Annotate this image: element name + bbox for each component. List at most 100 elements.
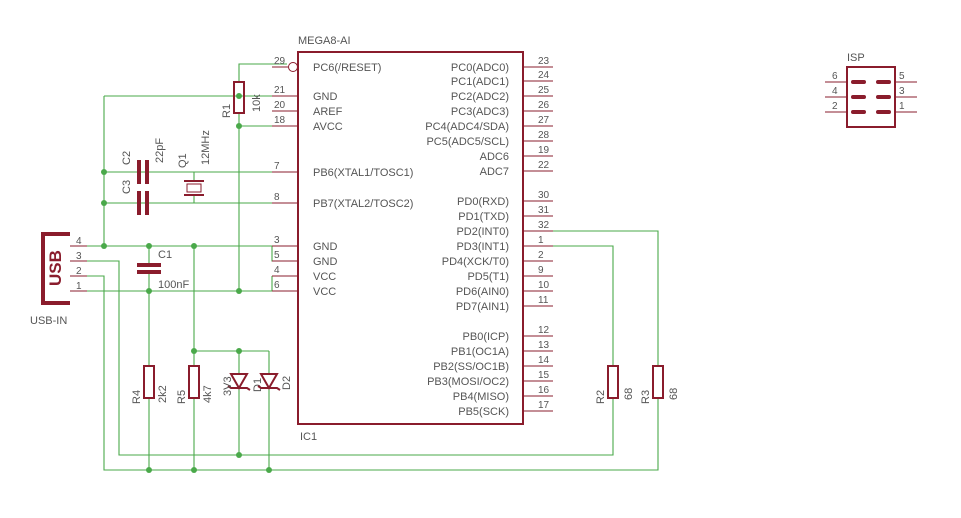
ic-left-pins: 29PC6(/RESET)21GND20AREF18AVCC7PB6(XTAL1…: [272, 56, 413, 298]
r1-body: [233, 81, 245, 114]
c2-plate-b: [145, 160, 149, 184]
isp-pin-3: 3: [899, 86, 905, 97]
ic-pin-number: 1: [538, 235, 544, 246]
c3-plate-a: [137, 191, 141, 215]
r3-body: [652, 365, 664, 399]
ic-pin-label: VCC: [313, 271, 336, 283]
resistor-r5: R5 4k7: [176, 365, 214, 404]
isp-pin-1: 1: [899, 101, 905, 112]
ic-pin-label: PD4(XCK/T0): [442, 256, 509, 268]
q1-value: 12MHz: [200, 130, 212, 165]
ic-pin-label: PB0(ICP): [463, 331, 509, 343]
isp-pin-2: 2: [832, 101, 838, 112]
ic-pin-label: ADC6: [480, 151, 509, 163]
crystal-q1: Q1 12MHz: [177, 130, 212, 196]
ic-pin-label: PC1(ADC1): [451, 76, 509, 88]
c2-plate-a: [137, 160, 141, 184]
ic-pin-number: 18: [274, 115, 286, 126]
ic-pin-number: 3: [274, 235, 280, 246]
ic-pin-label: PD5(T1): [467, 271, 509, 283]
r1-ref: R1: [221, 104, 233, 118]
ic-pin-label: GND: [313, 241, 338, 253]
ic-pin-label: ADC7: [480, 166, 509, 178]
ic-pin-label: PD6(AIN0): [456, 286, 509, 298]
ic-mega8: MEGA8-AI IC1 29PC6(/RESET)21GND20AREF18A…: [272, 35, 553, 443]
ic-pin-label: PD7(AIN1): [456, 301, 509, 313]
q1-ref: Q1: [177, 153, 189, 168]
ic-pin-label: VCC: [313, 286, 336, 298]
usb-body: [41, 232, 70, 305]
usb-label: USB: [46, 250, 65, 286]
ic-pin-label: GND: [313, 91, 338, 103]
isp-name-label: ISP: [847, 52, 865, 64]
ic-ref-label: IC1: [300, 431, 317, 443]
ic-name-label: MEGA8-AI: [298, 35, 351, 47]
ic-pin-number: 19: [538, 145, 550, 156]
ic-pin-number: 21: [274, 85, 286, 96]
d1-value: 3V3: [222, 376, 234, 396]
ic-pin-label: PB1(OC1A): [451, 346, 509, 358]
c3-ref: C3: [121, 180, 133, 194]
ic-pin-label: PB3(MOSI/OC2): [427, 376, 509, 388]
ic-pin-number: 10: [538, 280, 550, 291]
ic-pin-number: 23: [538, 56, 550, 67]
ic-pin-number: 2: [538, 250, 544, 261]
usb-name-label: USB-IN: [30, 315, 67, 327]
ic-pin-number: 16: [538, 385, 550, 396]
ic-pin-number: 20: [274, 100, 286, 111]
d1-bar: [227, 385, 251, 391]
ic-pin-number: 8: [274, 192, 280, 203]
c1-plate-b: [137, 270, 161, 274]
reset-inversion-bubble: [288, 62, 298, 72]
usb-pin-2: 2: [76, 266, 82, 277]
usb-pin-3: 3: [76, 251, 82, 262]
ic-pin-number: 14: [538, 355, 550, 366]
ic-pin-number: 25: [538, 85, 550, 96]
d2-triangle: [259, 373, 279, 391]
ic-pin-label: GND: [313, 256, 338, 268]
r4-ref: R4: [131, 390, 143, 404]
ic-pin-number: 13: [538, 340, 550, 351]
resistor-r4: R4 2k2: [131, 365, 169, 404]
usb-connector: USB USB-IN 4 3 2 1: [30, 232, 87, 327]
ic-pin-label: PB4(MISO): [453, 391, 509, 403]
r2-ref: R2: [595, 390, 607, 404]
c1-plate-a: [137, 263, 161, 267]
ic-pin-number: 4: [274, 265, 280, 276]
ic-pin-label: PD3(INT1): [456, 241, 509, 253]
ic-pin-number: 12: [538, 325, 550, 336]
ic-pin-number: 30: [538, 190, 550, 201]
ic-pin-number: 5: [274, 250, 280, 261]
c1-value: 100nF: [158, 279, 189, 291]
usb-pin-1: 1: [76, 281, 82, 292]
c2-value: 22pF: [154, 138, 166, 163]
ic-pin-number: 31: [538, 205, 550, 216]
d2-bar: [257, 385, 281, 391]
ic-pin-number: 28: [538, 130, 550, 141]
r5-body: [188, 365, 200, 399]
ic-pin-number: 15: [538, 370, 550, 381]
d2-ref: D2: [281, 376, 293, 390]
ic-pin-number: 32: [538, 220, 550, 231]
usb-pin-4: 4: [76, 236, 82, 247]
ic-pin-label: PD1(TXD): [458, 211, 509, 223]
ic-pin-number: 9: [538, 265, 544, 276]
isp-header: ISP 6 4 2 5 3 1: [825, 52, 917, 128]
